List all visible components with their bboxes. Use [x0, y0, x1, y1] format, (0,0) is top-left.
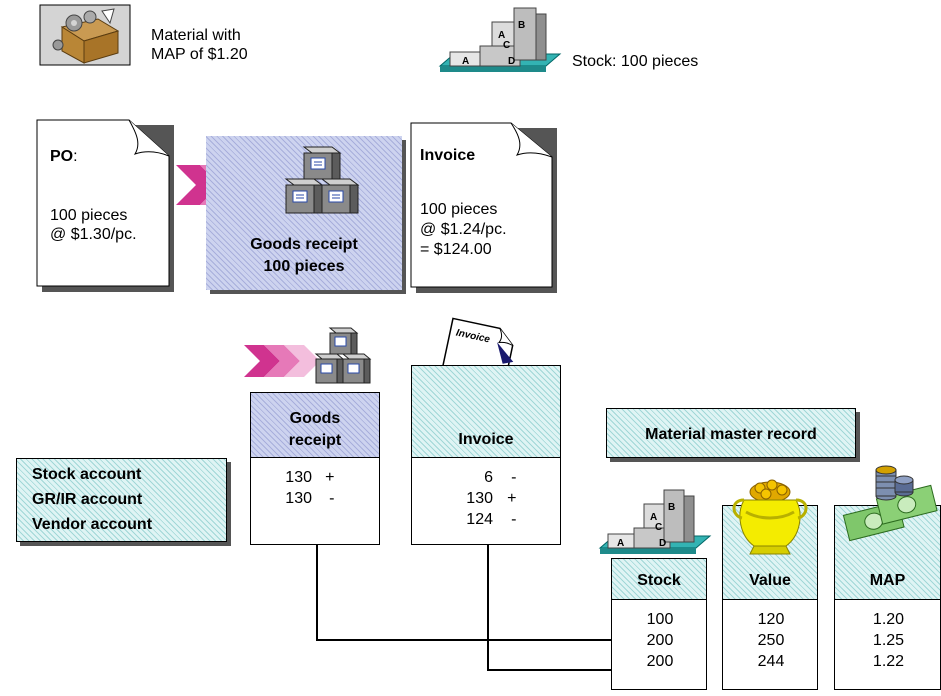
invoice-document: Invoice 100 pieces @ $1.24/pc. = $124.00	[410, 122, 557, 293]
invoice-entry-sign: +	[507, 490, 517, 507]
stock-blocks-icon-top: A A C B D	[438, 7, 570, 74]
value-column-title: Value	[749, 572, 791, 589]
material-line1: Material with	[151, 27, 241, 44]
block-letter-d-lower: D	[659, 538, 666, 549]
gr-entry-amount: 130	[285, 469, 312, 486]
gr-header-line1: Goods	[289, 410, 341, 427]
gr-column-header: Goods receipt	[250, 392, 380, 458]
block-letter-c-lower: C	[655, 522, 662, 533]
gr-connector-horizontal	[316, 639, 612, 641]
invoice-entry-sign: -	[511, 511, 517, 528]
stock-column-body: 100 200 200	[611, 599, 707, 690]
po-qty: 100 pieces	[50, 207, 128, 224]
stock-value: 200	[646, 632, 674, 649]
gr-header-line2: receipt	[288, 432, 342, 449]
map-column-body: 1.20 1.25 1.22	[834, 599, 941, 690]
invoice-doc-title: Invoice	[420, 147, 476, 164]
block-letter-a: A	[462, 56, 469, 67]
po-price: @ $1.30/pc.	[50, 226, 137, 243]
value-column-header: Value	[722, 505, 818, 600]
gr-entry-amount: 130	[285, 490, 312, 507]
po-title: PO	[50, 148, 74, 165]
gold-pot-icon	[730, 479, 810, 560]
block-letter-a-lower-top: A	[650, 512, 657, 523]
invoice-entry-amount: 130	[466, 490, 493, 507]
invoice-column-title: Invoice	[458, 431, 514, 448]
invoice-entry-sign: -	[511, 469, 517, 486]
gr-entry-sign: -	[329, 490, 335, 507]
po-document: PO: 100 pieces @ $1.30/pc.	[36, 119, 174, 292]
value-value: 244	[757, 653, 785, 670]
invoice-entry-amount: 124	[466, 511, 493, 528]
accounts-legend: Stock account GR/IR account Vendor accou…	[16, 458, 227, 542]
account-label-vendor: Vendor account	[32, 516, 153, 533]
block-letter-d: D	[508, 56, 515, 67]
invoice-entry: 124 -	[412, 510, 562, 529]
crate-stack-icon-top	[282, 143, 374, 219]
stock-column-title: Stock	[637, 572, 681, 589]
invoice-entry: 130 +	[412, 489, 562, 508]
block-letter-b-lower: B	[668, 502, 675, 513]
gr-entry: 130 -	[251, 489, 381, 508]
invoice-entry: 6 -	[412, 468, 562, 487]
goods-receipt-box: Goods receipt 100 pieces	[206, 136, 402, 290]
flow-arrows-lower	[244, 345, 324, 377]
map-value: 1.20	[872, 611, 905, 628]
map-column-title: MAP	[869, 572, 906, 589]
material-master-title: Material master record	[645, 426, 817, 443]
gr-entry: 130 +	[251, 468, 381, 487]
material-master-title-box: Material master record	[606, 408, 856, 458]
invoice-doc-total: = $124.00	[420, 241, 492, 258]
material-box-icon	[39, 4, 136, 69]
map-value: 1.25	[872, 632, 905, 649]
stock-label-top: Stock: 100 pieces	[572, 53, 699, 70]
money-icon	[840, 462, 940, 542]
invoice-entry-amount: 6	[484, 469, 493, 486]
value-column-body: 120 250 244	[722, 599, 818, 690]
invoice-column-body: 6 - 130 + 124 -	[411, 457, 561, 545]
goods-receipt-line2: 100 pieces	[263, 258, 345, 275]
material-text: Material with MAP of $1.20	[151, 26, 248, 64]
gr-entry-sign: +	[325, 469, 335, 486]
po-colon: :	[73, 148, 78, 165]
invoice-connector-horizontal	[487, 669, 612, 671]
gr-connector-vertical	[316, 545, 318, 640]
material-line2: MAP of $1.20	[151, 46, 248, 63]
account-label-stock: Stock account	[32, 466, 142, 483]
gr-column-body: 130 + 130 -	[250, 457, 380, 545]
crate-stack-icon-lower	[313, 325, 379, 389]
account-label-grir: GR/IR account	[32, 491, 143, 508]
goods-receipt-line1: Goods receipt	[250, 236, 358, 253]
po-title-wrap: PO:	[50, 147, 78, 166]
invoice-column-header: Invoice	[411, 365, 561, 458]
value-value: 120	[757, 611, 785, 628]
stock-value: 100	[646, 611, 674, 628]
block-letter-a-top: A	[498, 30, 505, 41]
map-value: 1.22	[872, 653, 905, 670]
block-letter-c: C	[503, 40, 510, 51]
invoice-connector-vertical	[487, 545, 489, 670]
stock-blocks-icon-lower: A A C B D	[598, 488, 712, 558]
block-letter-a-lower: A	[617, 538, 624, 549]
stock-value: 200	[646, 653, 674, 670]
block-letter-b: B	[518, 20, 525, 31]
invoice-doc-qty: 100 pieces	[420, 201, 498, 218]
value-value: 250	[757, 632, 785, 649]
stock-column-header: Stock	[611, 558, 707, 600]
invoice-doc-price: @ $1.24/pc.	[420, 221, 507, 238]
